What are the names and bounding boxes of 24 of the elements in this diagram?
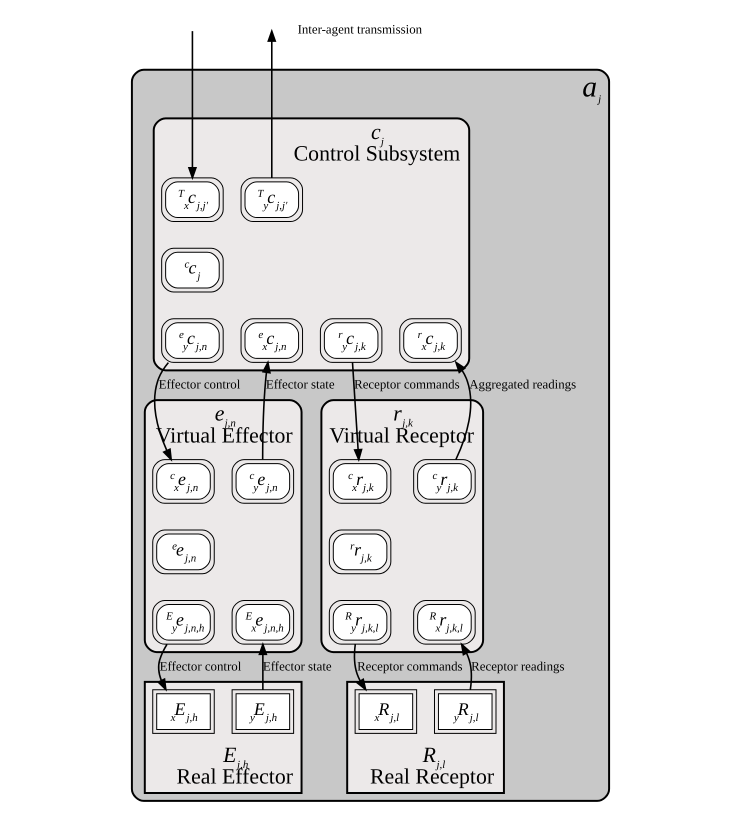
arrow [454, 360, 471, 460]
edge-label: Effector control [159, 659, 241, 674]
node-box: $_{x}$E$_{j,h}$ [152, 689, 214, 734]
arrow [187, 31, 197, 180]
arrow [156, 644, 168, 692]
edge-label: Effector state [262, 659, 332, 674]
node-box: $_{y}$R$_{j,l}$ [434, 689, 496, 734]
node-box: $^{r}$r$_{j,k}$ [328, 530, 391, 574]
edge-label: Aggregated readings [468, 378, 576, 392]
arrow [261, 360, 270, 460]
arrow [266, 28, 276, 178]
node-box: $^{c}$c$_{j}$ [160, 248, 224, 292]
node-box: $_{y}$E$_{j,h}$ [231, 689, 294, 734]
edge-label: Receptor commands [354, 378, 460, 392]
arrow [351, 362, 362, 462]
label: Inter-agent transmission [297, 22, 422, 36]
edge-label: Effector control [158, 378, 240, 392]
edge-label: Effector state [265, 378, 334, 392]
node-box: $_{x}$R$_{j,l}$ [354, 689, 417, 734]
edge-label: Receptor commands [356, 659, 462, 674]
arrow [258, 642, 267, 690]
edge-label: Receptor readings [470, 659, 564, 674]
arrow [153, 362, 172, 462]
node-box: $^{e}$e$_{j,n}$ [152, 530, 214, 574]
